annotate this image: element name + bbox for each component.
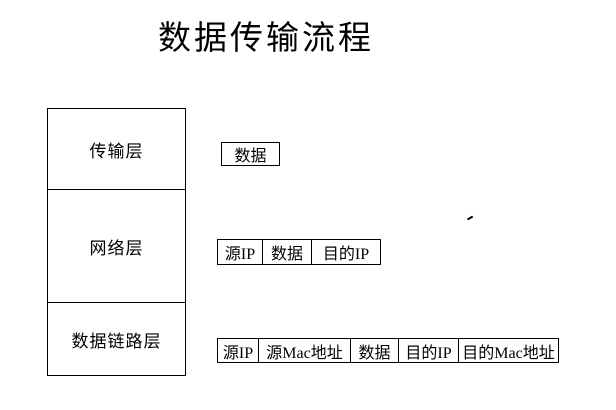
pdu-cell: 源IP [218,339,259,362]
pdu-cell: 数据 [263,240,312,264]
pdu-cell: 源Mac地址 [259,339,351,362]
pdu-cell: 目的Mac地址 [462,344,555,362]
layer-box-network: 网络层 [48,190,185,303]
layer-label: 数据链路层 [71,331,162,351]
layer-box-transport: 传输层 [48,109,185,190]
pdu-cell: 目的IP [322,246,370,263]
pdu-cell: 目的IP [399,339,459,362]
layer-stack: 传输层网络层数据链路层 [47,108,186,376]
layer-label: 传输层 [89,141,144,161]
pdu-cell: 数据 [234,148,267,165]
stray-mark [467,214,474,220]
pdu-cell: 数据 [351,339,399,362]
diagram-title: 数据传输流程 [158,21,374,57]
pdu-row-transport-pdu: 数据 [221,142,280,166]
layer-label: 网络层 [89,238,144,258]
pdu-cell: 源IP [218,240,263,264]
layer-box-datalink: 数据链路层 [48,303,185,375]
